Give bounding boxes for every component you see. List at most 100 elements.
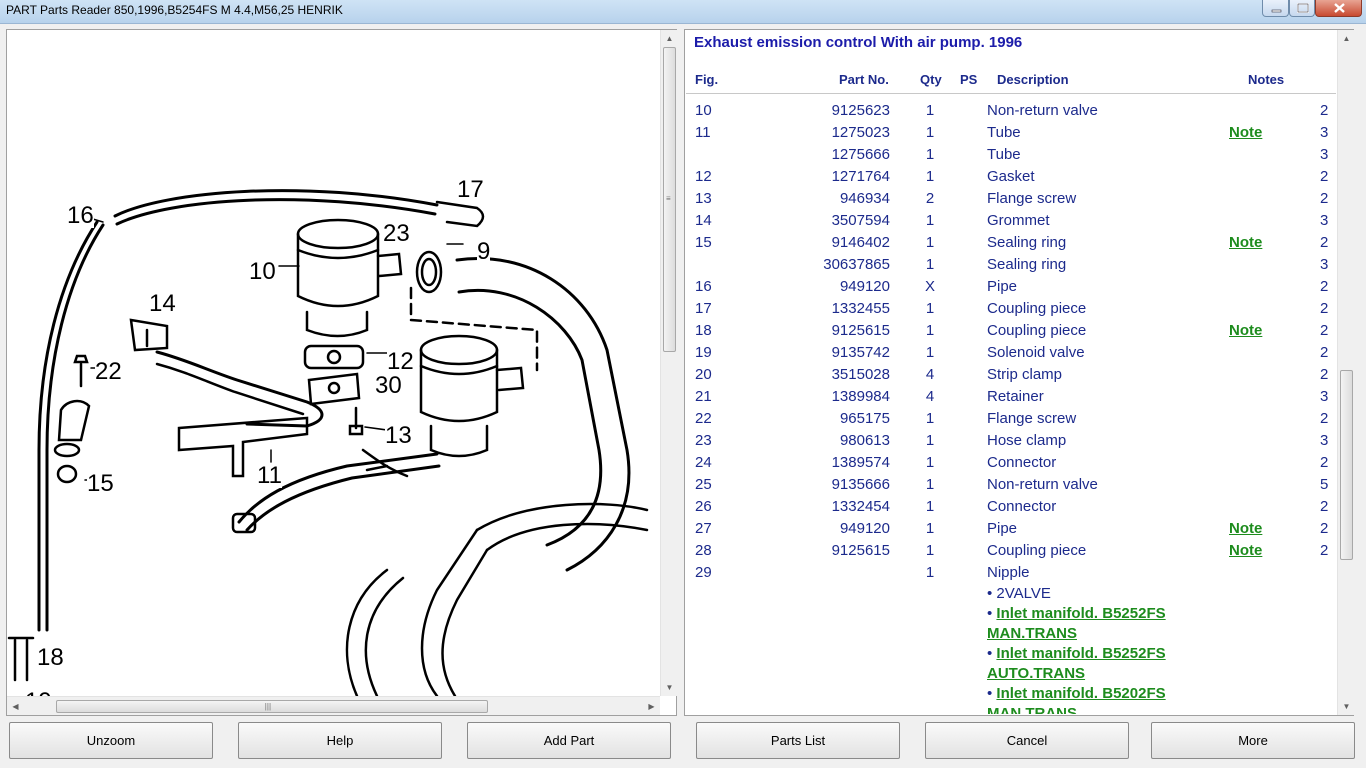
row-description: Connector — [987, 498, 1057, 515]
callout-label-14[interactable]: 14 — [149, 290, 176, 317]
scroll-up-arrow-icon[interactable]: ▲ — [1342, 34, 1351, 43]
row-description: Strip clamp — [987, 366, 1063, 383]
callout-label-13[interactable]: 13 — [385, 422, 412, 449]
row-description: Grommet — [987, 212, 1050, 229]
parts-diagram[interactable]: 16 17 23 9 10 14 12 22 30 13 11 15 18 19 — [7, 30, 660, 696]
scroll-right-arrow-icon[interactable]: ▶ — [648, 702, 655, 711]
row-part-no: 1275023 — [831, 124, 890, 141]
close-button[interactable] — [1315, 0, 1362, 17]
row-qty: 1 — [925, 344, 935, 361]
inlet-manifold-link-3[interactable]: Inlet manifold. B5202FS MAN.TRANS — [987, 685, 1166, 714]
row-fig: 23 — [695, 432, 712, 449]
parts-list-pane: Exhaust emission control With air pump. … — [684, 29, 1354, 716]
callout-label-16[interactable]: 16 — [67, 202, 94, 229]
row-ps: 2 — [1320, 168, 1329, 185]
row-part-no: 9125623 — [831, 102, 890, 119]
diagram-horizontal-scroll-thumb[interactable]: ||| — [55, 700, 488, 713]
row-ps: 2 — [1320, 410, 1329, 427]
row-note-link[interactable]: Note — [1229, 234, 1263, 251]
add-part-button[interactable]: Add Part — [467, 722, 671, 759]
row-description: Coupling piece — [987, 300, 1087, 317]
diagram-vertical-scrollbar[interactable]: ▲ ≡ ▼ — [660, 30, 677, 696]
row-qty: 1 — [925, 168, 935, 185]
scroll-down-arrow-icon[interactable]: ▼ — [1342, 702, 1351, 711]
callout-label-10[interactable]: 10 — [249, 258, 276, 285]
minimize-button[interactable] — [1262, 0, 1289, 17]
callout-label-18[interactable]: 18 — [37, 644, 64, 671]
close-icon — [1334, 3, 1345, 13]
callout-label-30[interactable]: 30 — [375, 372, 402, 399]
row-fig: 18 — [695, 322, 712, 339]
row-note-link[interactable]: Note — [1229, 520, 1263, 537]
inlet-manifold-link-2[interactable]: Inlet manifold. B5252FS AUTO.TRANS — [987, 645, 1166, 682]
sub-item-link[interactable]: • Inlet manifold. B5202FS MAN.TRANS — [987, 684, 1217, 714]
scroll-left-arrow-icon[interactable]: ◀ — [12, 702, 19, 711]
row-fig: 26 — [695, 498, 712, 515]
maximize-button[interactable] — [1289, 0, 1315, 17]
callout-label-15[interactable]: 15 — [87, 470, 114, 497]
row-qty: 1 — [925, 454, 935, 471]
row-fig: 16 — [695, 278, 712, 295]
row-qty: 1 — [925, 256, 935, 273]
title-bar[interactable]: PART Parts Reader 850,1996,B5254FS M 4.4… — [0, 0, 1366, 24]
callout-label-22[interactable]: 22 — [95, 358, 122, 385]
scroll-down-arrow-icon[interactable]: ▼ — [665, 683, 674, 692]
scroll-up-arrow-icon[interactable]: ▲ — [665, 34, 674, 43]
row-ps: 3 — [1320, 432, 1329, 449]
callout-label-17[interactable]: 17 — [457, 176, 484, 203]
row-description: Non-return valve — [987, 102, 1098, 119]
cancel-button[interactable]: Cancel — [925, 722, 1129, 759]
callout-label-11[interactable]: 11 — [257, 462, 282, 489]
row-qty: 1 — [925, 520, 935, 537]
unzoom-button[interactable]: Unzoom — [9, 722, 213, 759]
callout-label-12[interactable]: 12 — [387, 348, 414, 375]
diagram-horizontal-scrollbar[interactable]: ◀ ||| ▶ — [7, 696, 660, 715]
row-qty: 1 — [925, 564, 935, 581]
row-note-link[interactable]: Note — [1229, 322, 1263, 339]
row-fig: 25 — [695, 476, 712, 493]
row-description: Nipple — [987, 564, 1030, 581]
header-divider — [686, 93, 1336, 94]
row-qty: 1 — [925, 124, 935, 141]
row-description: Coupling piece — [987, 322, 1087, 339]
help-button[interactable]: Help — [238, 722, 442, 759]
callout-label-19[interactable]: 19 — [25, 690, 52, 696]
row-qty: 1 — [925, 212, 935, 229]
parts-vertical-scroll-thumb[interactable] — [1340, 369, 1353, 560]
callout-label-9[interactable]: 9 — [477, 238, 491, 265]
parts-vertical-scrollbar[interactable]: ▲ ▼ — [1337, 30, 1354, 715]
row-note-link[interactable]: Note — [1229, 542, 1263, 559]
inlet-manifold-link-1[interactable]: Inlet manifold. B5252FS MAN.TRANS — [987, 605, 1166, 642]
row-ps: 3 — [1320, 388, 1329, 405]
parts-list-button[interactable]: Parts List — [696, 722, 900, 759]
row-note-link[interactable]: Note — [1229, 124, 1263, 141]
sub-item-link[interactable]: • Inlet manifold. B5252FS AUTO.TRANS — [987, 645, 1166, 682]
sub-item-link[interactable]: • Inlet manifold. B5252FS MAN.TRANS — [987, 605, 1166, 642]
more-button[interactable]: More — [1151, 722, 1355, 759]
diagram-vertical-scroll-thumb[interactable]: ≡ — [663, 47, 676, 352]
callout-label-23[interactable]: 23 — [383, 220, 410, 247]
row-part-no: 1389574 — [831, 454, 890, 471]
